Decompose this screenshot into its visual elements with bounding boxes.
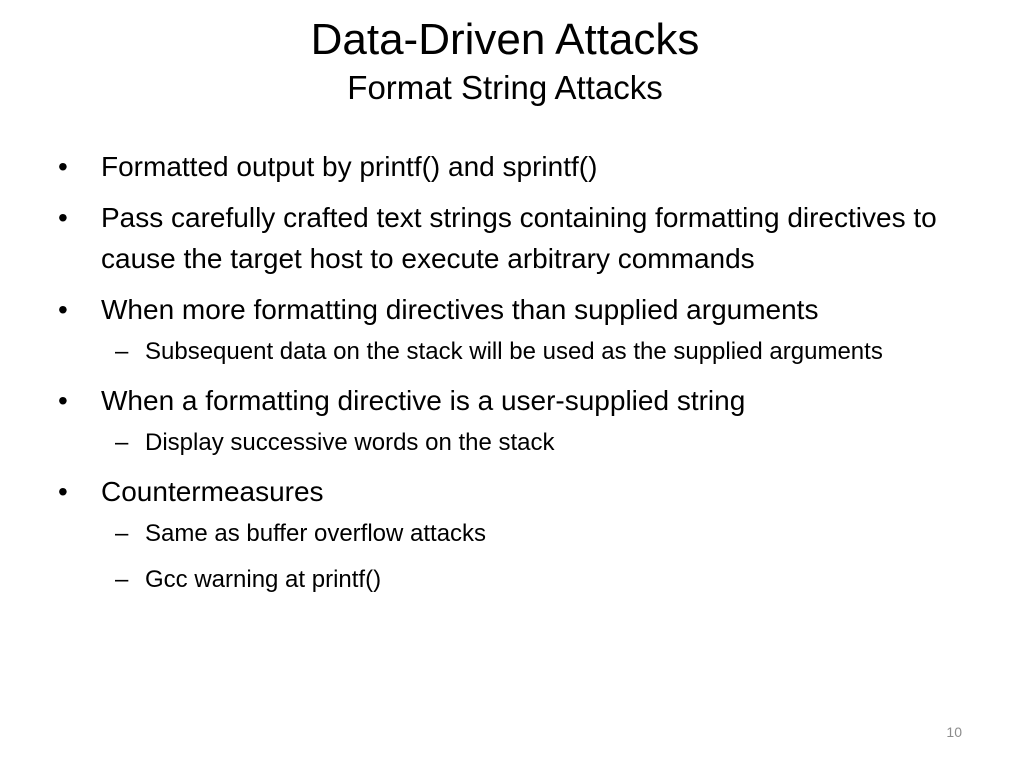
slide-page-number: 10 xyxy=(946,724,962,740)
bullet-item: • Pass carefully crafted text strings co… xyxy=(56,197,976,279)
sub-bullet-list: – Subsequent data on the stack will be u… xyxy=(101,334,976,369)
sub-bullet-text: Display successive words on the stack xyxy=(145,429,555,456)
bullet-item: • Formatted output by printf() and sprin… xyxy=(56,146,976,187)
bullet-text: Pass carefully crafted text strings cont… xyxy=(101,202,937,274)
sub-bullet-marker: – xyxy=(115,520,129,547)
sub-bullet-marker: – xyxy=(115,338,129,365)
bullet-item: • When a formatting directive is a user-… xyxy=(56,380,976,460)
sub-bullet-item: – Subsequent data on the stack will be u… xyxy=(101,334,976,369)
slide-title: Data-Driven Attacks xyxy=(310,15,700,64)
bullet-item: • When more formatting directives than s… xyxy=(56,289,976,369)
bullet-text: When a formatting directive is a user-su… xyxy=(101,385,746,416)
sub-bullet-list: – Same as buffer overflow attacks – Gcc … xyxy=(101,516,976,597)
bullet-text: When more formatting directives than sup… xyxy=(101,294,819,325)
sub-bullet-text: Same as buffer overflow attacks xyxy=(145,520,487,547)
bullet-marker: • xyxy=(58,151,68,182)
bullet-marker: • xyxy=(58,294,68,325)
bullet-list: • Formatted output by printf() and sprin… xyxy=(56,146,976,597)
bullet-marker: • xyxy=(58,385,68,416)
slide-content: • Formatted output by printf() and sprin… xyxy=(56,146,976,608)
bullet-text: Countermeasures xyxy=(101,476,324,507)
sub-bullet-marker: – xyxy=(115,566,129,593)
bullet-marker: • xyxy=(58,202,68,233)
title-block: Data-Driven Attacks Format String Attack… xyxy=(0,12,1010,108)
bullet-item: • Countermeasures – Same as buffer overf… xyxy=(56,471,976,597)
bullet-marker: • xyxy=(58,476,68,507)
sub-bullet-item: – Display successive words on the stack xyxy=(101,425,976,460)
sub-bullet-text: Gcc warning at printf() xyxy=(145,566,382,593)
bullet-text: Formatted output by printf() and sprintf… xyxy=(101,151,598,182)
sub-bullet-list: – Display successive words on the stack xyxy=(101,425,976,460)
sub-bullet-item: – Same as buffer overflow attacks xyxy=(101,516,976,551)
slide-subtitle: Format String Attacks xyxy=(347,69,663,106)
sub-bullet-marker: – xyxy=(115,429,129,456)
sub-bullet-item: – Gcc warning at printf() xyxy=(101,562,976,597)
sub-bullet-text: Subsequent data on the stack will be use… xyxy=(145,338,883,365)
